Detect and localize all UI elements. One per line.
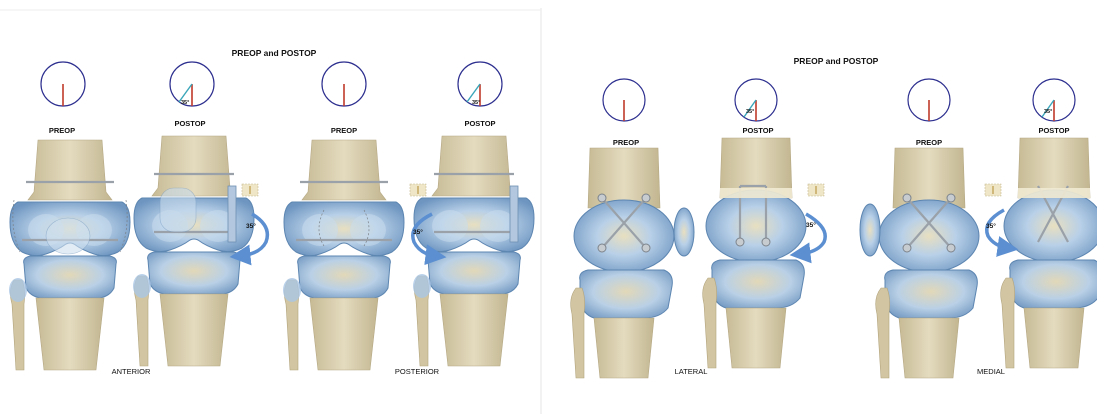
knee-medial-preop	[876, 148, 979, 378]
knee-label: POSTOP	[742, 126, 773, 135]
rotation-label: 35°	[246, 222, 256, 230]
osteotomy-gap-icon	[808, 184, 824, 196]
view-label-posterior: POSTERIOR	[395, 367, 440, 376]
knee-posterior-preop	[283, 140, 404, 370]
knee-label: PREOP	[49, 126, 75, 135]
view-label-medial: MEDIAL	[977, 367, 1005, 376]
angle-value: 35°	[181, 100, 189, 106]
rotation-label: 35°	[806, 221, 816, 229]
right-panel-title: PREOP and POSTOP	[794, 56, 879, 66]
knee-label: PREOP	[331, 126, 357, 135]
angle-circle-icon: 35°	[170, 62, 214, 106]
knee-lateral-preop	[571, 148, 674, 378]
patella	[674, 208, 694, 256]
angle-value: 35°	[472, 100, 480, 106]
osteotomy-gap-icon	[242, 184, 258, 196]
angle-circle-icon: 35°	[735, 79, 777, 121]
knee-posterior-postop	[413, 136, 534, 366]
knee-label: POSTOP	[464, 119, 495, 128]
rotation-label: 35°	[413, 228, 423, 236]
knee-medial-postop	[1001, 138, 1097, 368]
angle-circle-icon	[603, 79, 645, 121]
angle-circle-icon	[322, 62, 366, 106]
angle-circle-icon	[908, 79, 950, 121]
knee-label: POSTOP	[1038, 126, 1069, 135]
patella	[860, 204, 880, 256]
left-panel-title: PREOP and POSTOP	[232, 48, 317, 58]
angle-circle-icon	[41, 62, 85, 106]
angle-circle-icon: 35°	[458, 62, 502, 106]
knee-label: POSTOP	[174, 119, 205, 128]
knee-lateral-postop	[703, 138, 806, 368]
rotation-label: 35°	[986, 222, 996, 230]
angle-value: 35°	[1044, 109, 1052, 115]
view-label-lateral: LATERAL	[675, 367, 708, 376]
angle-circle-icon: 35°	[1033, 79, 1075, 121]
view-label-anterior: ANTERIOR	[112, 367, 151, 376]
knee-label: PREOP	[916, 138, 942, 147]
knee-anterior-postop	[133, 136, 254, 366]
angle-value: 35°	[746, 109, 754, 115]
knee-label: PREOP	[613, 138, 639, 147]
knee-anterior-preop	[9, 140, 130, 370]
osteotomy-gap-icon	[985, 184, 1001, 196]
osteotomy-gap-icon	[410, 184, 426, 196]
